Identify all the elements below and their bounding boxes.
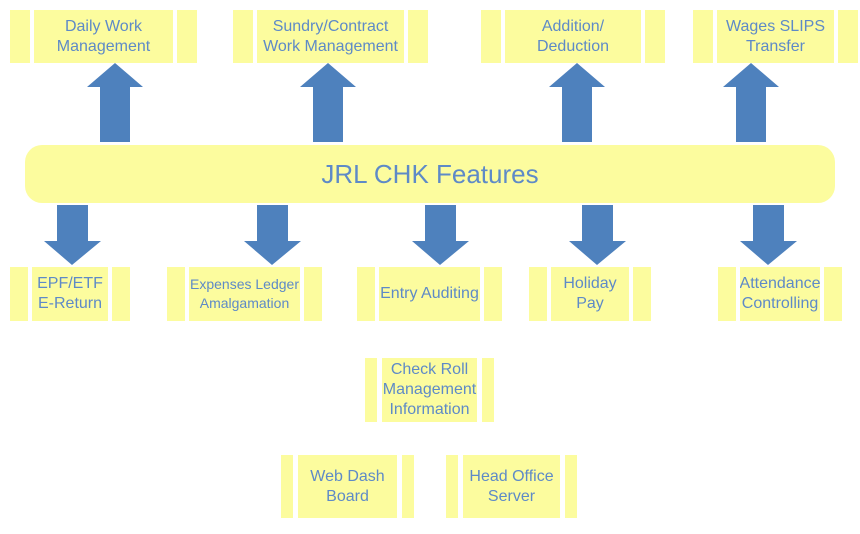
- node-body: Sundry/Contract Work Management: [257, 10, 404, 63]
- node-side-strip: [408, 10, 428, 63]
- node-epf-etf-e-return: EPF/ETF E-Return: [10, 267, 130, 321]
- node-label: Expenses Ledger Amalgamation: [190, 276, 299, 311]
- node-body: Head Office Server: [463, 455, 560, 518]
- node-side-strip: [233, 10, 253, 63]
- node-side-strip: [357, 267, 375, 321]
- node-side-strip: [402, 455, 414, 518]
- arrow-up-to-daily-work: [87, 63, 143, 142]
- arrow-up-to-addition-deduction: [549, 63, 605, 142]
- node-side-strip: [481, 10, 501, 63]
- node-side-strip: [112, 267, 130, 321]
- node-side-strip: [281, 455, 293, 518]
- arrow-down-to-attendance: [740, 205, 797, 265]
- node-side-strip: [167, 267, 185, 321]
- node-label: EPF/ETF E-Return: [37, 275, 103, 312]
- node-side-strip: [565, 455, 577, 518]
- node-side-strip: [482, 358, 494, 422]
- node-side-strip: [177, 10, 197, 63]
- node-side-strip: [718, 267, 736, 321]
- node-body: Addition/ Deduction: [505, 10, 641, 63]
- node-side-strip: [529, 267, 547, 321]
- node-web-dash-board: Web Dash Board: [281, 455, 414, 518]
- node-body: Check Roll Management Information: [382, 358, 477, 422]
- arrow-down-to-holiday-pay: [569, 205, 626, 265]
- node-attendance-controlling: Attendance Controlling: [718, 267, 842, 321]
- node-body: Holiday Pay: [551, 267, 629, 321]
- arrow-down-to-epf-etf: [44, 205, 101, 265]
- arrow-down-to-expenses-ledger: [244, 205, 301, 265]
- node-holiday-pay: Holiday Pay: [529, 267, 651, 321]
- node-body: Daily Work Management: [34, 10, 173, 63]
- node-side-strip: [446, 455, 458, 518]
- node-label: Web Dash Board: [310, 467, 385, 505]
- node-side-strip: [824, 267, 842, 321]
- node-label: Entry Auditing: [380, 285, 479, 302]
- arrow-up-to-sundry-contract: [300, 63, 356, 142]
- node-label: Holiday Pay: [563, 275, 617, 312]
- node-entry-auditing: Entry Auditing: [357, 267, 502, 321]
- node-expenses-ledger-amalgamation: Expenses Ledger Amalgamation: [167, 267, 322, 321]
- arrow-down-to-entry-auditing: [412, 205, 469, 265]
- node-side-strip: [838, 10, 858, 63]
- node-body: Wages SLIPS Transfer: [717, 10, 834, 63]
- node-label: Check Roll Management Information: [382, 361, 477, 418]
- node-head-office-server: Head Office Server: [446, 455, 577, 518]
- node-label: Wages SLIPS Transfer: [725, 17, 825, 55]
- node-side-strip: [10, 10, 30, 63]
- node-label: Sundry/Contract Work Management: [263, 17, 398, 55]
- node-body: Expenses Ledger Amalgamation: [189, 267, 300, 321]
- node-side-strip: [645, 10, 665, 63]
- node-body: Web Dash Board: [298, 455, 397, 518]
- node-label: Daily Work Management: [56, 17, 151, 55]
- arrow-up-to-wages-slips: [723, 63, 779, 142]
- node-label: Head Office Server: [469, 467, 554, 505]
- node-label: Attendance Controlling: [740, 275, 820, 312]
- node-side-strip: [484, 267, 502, 321]
- node-side-strip: [693, 10, 713, 63]
- node-side-strip: [304, 267, 322, 321]
- node-addition-deduction: Addition/ Deduction: [481, 10, 665, 63]
- node-daily-work-management: Daily Work Management: [10, 10, 197, 63]
- node-side-strip: [633, 267, 651, 321]
- center-features-title: JRL CHK Features: [321, 159, 539, 189]
- node-side-strip: [10, 267, 28, 321]
- node-side-strip: [365, 358, 377, 422]
- node-check-roll-management-information: Check Roll Management Information: [365, 358, 494, 422]
- node-label: Addition/ Deduction: [536, 17, 610, 55]
- node-wages-slips-transfer: Wages SLIPS Transfer: [693, 10, 858, 63]
- node-sundry-contract-work-management: Sundry/Contract Work Management: [233, 10, 428, 63]
- node-body: EPF/ETF E-Return: [32, 267, 108, 321]
- node-body: Attendance Controlling: [740, 267, 820, 321]
- center-features-box: JRL CHK Features: [25, 145, 835, 203]
- node-body: Entry Auditing: [379, 267, 480, 321]
